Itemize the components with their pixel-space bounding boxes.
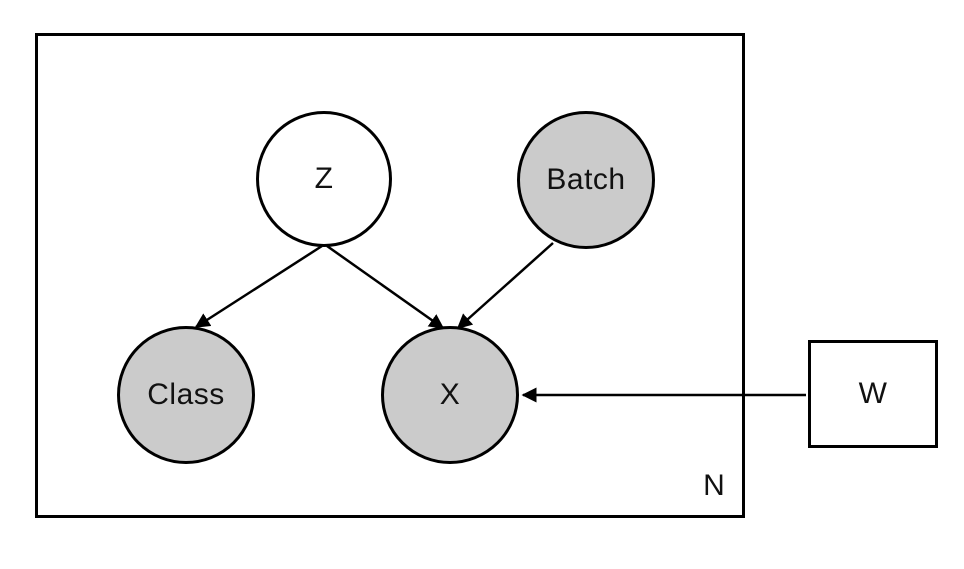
node-x-label: X: [439, 378, 461, 411]
node-batch-label: Batch: [546, 163, 626, 196]
plate-count-label: N: [690, 466, 738, 506]
node-w: W: [808, 340, 938, 448]
node-x: X: [381, 326, 519, 464]
node-class-label: Class: [147, 378, 225, 411]
node-batch: Batch: [517, 111, 655, 249]
plate-rectangle: [35, 33, 745, 518]
plate-count-text: N: [703, 469, 725, 502]
node-z-label: Z: [314, 162, 334, 195]
node-class: Class: [117, 326, 255, 464]
node-w-label: W: [858, 377, 888, 410]
node-z: Z: [256, 111, 392, 247]
